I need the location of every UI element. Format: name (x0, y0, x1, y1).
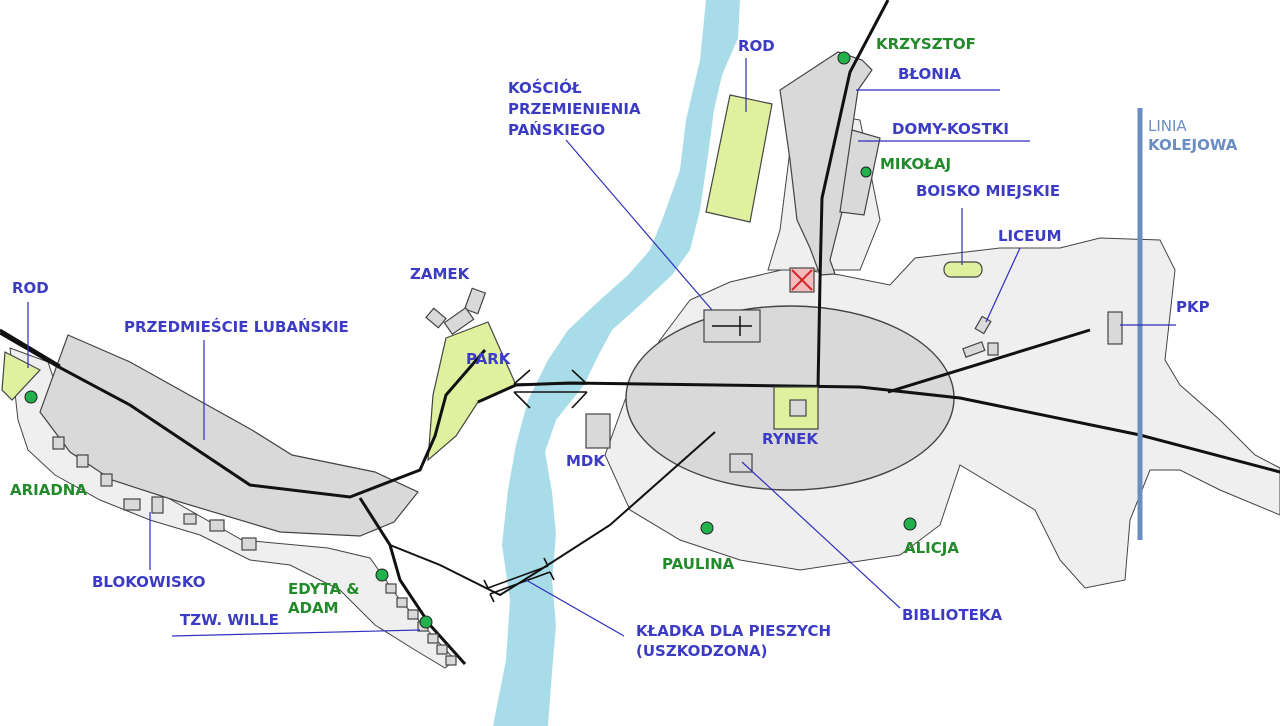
label-edyta-adam-line-2: ADAM (288, 599, 339, 617)
villa-6 (436, 644, 448, 655)
main-bridge (513, 369, 588, 409)
person-marker-mikolaj (860, 166, 872, 178)
block-7 (209, 519, 225, 532)
label-kosciol-line-1: KOŚCIÓŁ (508, 79, 582, 97)
label-pkp: PKP (1176, 298, 1210, 316)
label-zamek: ZAMEK (410, 265, 470, 283)
river (493, 0, 740, 726)
label-przedmiescie: PRZEDMIEŚCIE LUBAŃSKIE (124, 318, 349, 336)
rod-east-area (705, 94, 773, 223)
person-marker-krzysztof (837, 51, 851, 65)
liceum-building-3 (962, 341, 986, 358)
label-wille: TZW. WILLE (180, 611, 279, 629)
label-kladka-line-1: KŁADKA DLA PIESZYCH (636, 622, 831, 640)
block-4 (123, 498, 141, 511)
label-mikolaj: MIKOŁAJ (880, 155, 952, 173)
person-marker-alicja (903, 517, 917, 531)
label-edyta-adam-line-1: EDYTA & (288, 580, 360, 598)
label-liceum: LICEUM (998, 227, 1062, 245)
villa-1 (385, 583, 397, 594)
liceum-building-2 (987, 342, 999, 356)
label-krzysztof: KRZYSZTOF (876, 35, 976, 53)
leader-lines (27, 58, 1176, 637)
roads (0, 0, 1280, 666)
label-boisko: BOISKO MIEJSKIE (916, 182, 1061, 200)
block-8 (241, 537, 257, 551)
label-kosciol-line-3: PAŃSKIEGO (508, 121, 606, 139)
block-6 (183, 513, 197, 525)
villa-2 (396, 597, 408, 608)
mdk-building (585, 413, 611, 449)
label-linia-kolejowa-line-2: KOLEJOWA (1148, 136, 1238, 154)
block-1 (52, 436, 65, 450)
label-blokowisko: BLOKOWISKO (92, 573, 206, 591)
park-area (427, 321, 517, 462)
villa-5 (427, 633, 439, 644)
north-block-area (779, 51, 873, 276)
suburb-area-west (9, 347, 456, 669)
church-cross-icon (703, 309, 761, 343)
buildings (52, 287, 1123, 666)
przedmiescie-area (39, 334, 419, 537)
label-blonia: BŁONIA (898, 65, 962, 83)
person-marker-paulina (700, 521, 714, 535)
domy-kostki-area (839, 129, 881, 216)
destroyed-marker-icon (789, 267, 815, 293)
zamek-building-1 (463, 287, 487, 315)
block-2 (76, 454, 89, 468)
label-rod-east: ROD (738, 37, 775, 55)
footbridge (483, 557, 555, 603)
person-marker-ariadna (24, 390, 38, 404)
villa-3 (407, 609, 419, 620)
zamek-building-3 (443, 306, 475, 336)
label-domy-kostki: DOMY-KOSTKI (892, 120, 1009, 138)
label-rynek: RYNEK (762, 430, 819, 448)
label-rod-west: ROD (12, 279, 49, 297)
label-biblioteka: BIBLIOTEKA (902, 606, 1003, 624)
villa-7 (445, 655, 457, 666)
label-park: PARK (466, 350, 511, 368)
pkp-building (1107, 311, 1123, 345)
person-markers (24, 51, 917, 629)
label-kosciol-line-2: PRZEMIENIENIA (508, 100, 641, 118)
label-linia-kolejowa-line-1: LINIA (1148, 117, 1187, 135)
person-marker-edyta-adam (375, 568, 389, 582)
person-marker-wille (419, 615, 433, 629)
label-kladka-line-2: (USZKODZONA) (636, 642, 768, 660)
block-3 (100, 473, 113, 487)
boisko-miejskie (943, 261, 983, 278)
label-mdk: MDK (566, 452, 606, 470)
zamek-building-2 (425, 307, 447, 329)
label-paulina: PAULINA (662, 555, 735, 573)
label-ariadna: ARIADNA (10, 481, 87, 499)
block-5 (151, 496, 164, 514)
biblioteka-building (729, 453, 753, 473)
rynek-building (789, 399, 807, 417)
label-alicja: ALICJA (904, 539, 959, 557)
